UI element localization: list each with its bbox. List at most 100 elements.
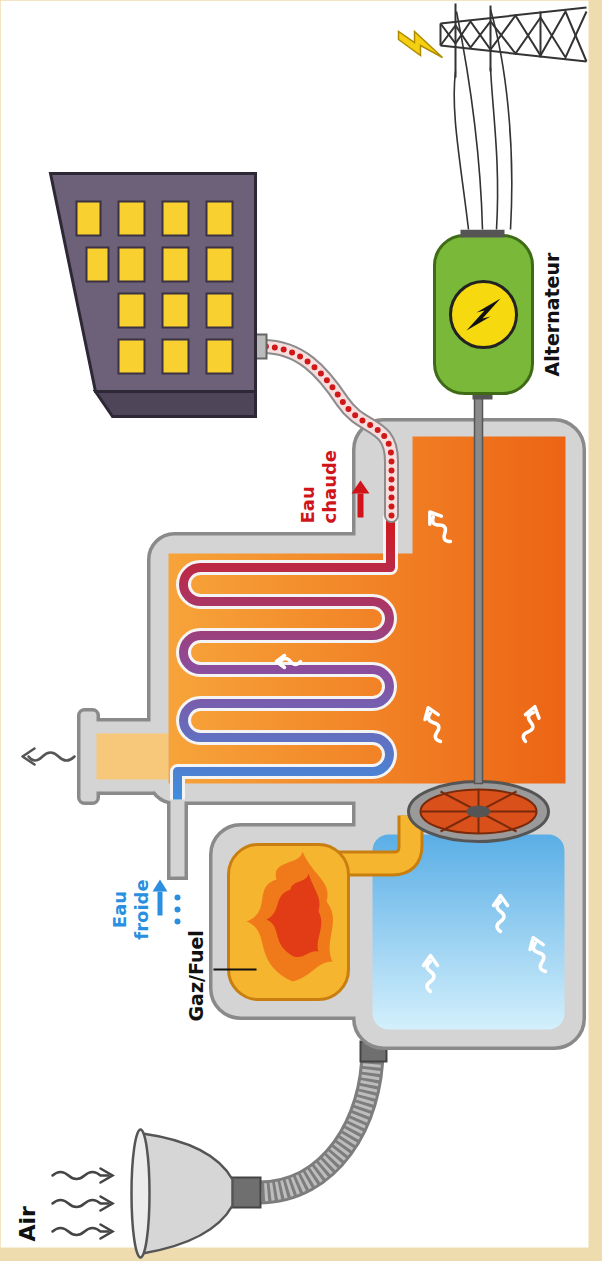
combustion-chamber bbox=[228, 815, 410, 999]
exchanger-coil bbox=[177, 515, 390, 799]
air-label: Air bbox=[14, 1206, 40, 1241]
flow-arrows bbox=[493, 895, 507, 931]
exhaust-smoke bbox=[22, 748, 34, 764]
flow-arrows bbox=[497, 901, 504, 931]
combustion-chamber bbox=[228, 844, 348, 999]
air-intake-nozzle bbox=[131, 1041, 386, 1257]
turbine bbox=[408, 781, 548, 841]
air-flow-arrows bbox=[52, 1168, 112, 1238]
building bbox=[162, 293, 188, 327]
pylon bbox=[454, 3, 456, 77]
flow-arrows bbox=[421, 705, 446, 744]
hot-water-label: Eau chaude bbox=[296, 437, 339, 523]
exhaust-smoke bbox=[22, 748, 74, 764]
air-intake-nozzle bbox=[258, 1049, 372, 1192]
alternator-node: Alternateur bbox=[430, 229, 563, 399]
combustion-chamber bbox=[266, 873, 321, 957]
building bbox=[162, 247, 188, 281]
cold-water-label: Eau froide bbox=[108, 869, 151, 949]
pylon bbox=[539, 11, 541, 57]
component-label: Alternateur bbox=[540, 229, 563, 399]
flow-arrows bbox=[525, 704, 541, 717]
building bbox=[86, 247, 108, 281]
alternator-casing bbox=[434, 235, 532, 393]
housing-outline bbox=[170, 796, 184, 876]
air-intake-nozzle bbox=[258, 1049, 372, 1192]
building bbox=[118, 293, 144, 327]
fuel-label: Gaz/Fuel bbox=[184, 930, 207, 1021]
pylon bbox=[489, 5, 491, 71]
air-intake-nozzle bbox=[131, 1129, 149, 1257]
building bbox=[162, 201, 188, 235]
paper-ground bbox=[0, 0, 588, 1247]
shaft bbox=[474, 397, 482, 783]
flow-arrows bbox=[522, 711, 537, 742]
turbine bbox=[466, 805, 490, 817]
air-flow-arrows bbox=[52, 1172, 108, 1179]
pylon bbox=[440, 45, 586, 61]
hot-water-arrow bbox=[357, 493, 363, 517]
power-cables bbox=[454, 71, 468, 229]
flow-arrows bbox=[526, 935, 543, 949]
pylon bbox=[440, 11, 586, 61]
flow-arrows bbox=[526, 935, 551, 974]
cold-water-marks bbox=[152, 879, 180, 924]
turbine bbox=[420, 789, 536, 833]
flow-arrows bbox=[280, 658, 300, 664]
air-intake-nozzle bbox=[142, 1133, 232, 1253]
hot-water-arrow bbox=[351, 480, 369, 493]
air-flow-arrows bbox=[52, 1228, 108, 1235]
building bbox=[206, 247, 232, 281]
combustion-chamber bbox=[335, 815, 410, 863]
flow-arrows bbox=[531, 942, 548, 973]
housing-outline bbox=[80, 711, 96, 801]
flow-arrows bbox=[421, 705, 438, 719]
air-flow-arrows bbox=[100, 1224, 112, 1238]
cold-water-marks bbox=[174, 906, 180, 912]
cold-water-marks bbox=[174, 918, 180, 924]
combustion-chamber bbox=[335, 815, 410, 863]
flow-arrows bbox=[424, 507, 441, 523]
flow-arrows bbox=[276, 655, 284, 667]
flow-arrows bbox=[430, 514, 453, 543]
building bbox=[118, 339, 144, 373]
exhaust-smoke bbox=[28, 752, 74, 760]
housing bbox=[170, 796, 184, 876]
exchanger-coil bbox=[177, 515, 390, 799]
lightning-bolt bbox=[398, 31, 442, 57]
flow-arrows bbox=[276, 655, 300, 667]
turbine bbox=[420, 789, 536, 833]
building bbox=[206, 339, 232, 373]
building bbox=[206, 293, 232, 327]
fuel-leader-line bbox=[213, 968, 256, 970]
alternator-terminal bbox=[460, 229, 504, 237]
power-cables bbox=[454, 9, 512, 229]
flow-arrows bbox=[426, 712, 443, 743]
chimney-gas bbox=[96, 733, 168, 779]
housing bbox=[80, 421, 582, 1046]
flow-arrows bbox=[493, 895, 507, 905]
flow-arrows bbox=[518, 704, 541, 742]
building bbox=[76, 201, 100, 235]
pylon bbox=[439, 23, 441, 45]
flow-arrows bbox=[276, 507, 552, 991]
turbine bbox=[408, 781, 548, 841]
power-cables bbox=[490, 67, 497, 229]
exchanger-coil bbox=[177, 515, 390, 799]
building bbox=[206, 201, 232, 235]
power-cables bbox=[490, 9, 511, 229]
pylon bbox=[440, 3, 586, 77]
building bbox=[162, 339, 188, 373]
combustion-chamber bbox=[246, 851, 332, 981]
hot-water-arrow bbox=[351, 480, 369, 517]
air-flow-arrows bbox=[100, 1196, 112, 1210]
building bbox=[95, 391, 255, 416]
lightning-symbol bbox=[466, 298, 500, 330]
building bbox=[76, 201, 232, 373]
air-intake-nozzle bbox=[230, 1177, 260, 1207]
housing-outline bbox=[80, 421, 582, 1046]
flow-arrows bbox=[423, 955, 437, 991]
